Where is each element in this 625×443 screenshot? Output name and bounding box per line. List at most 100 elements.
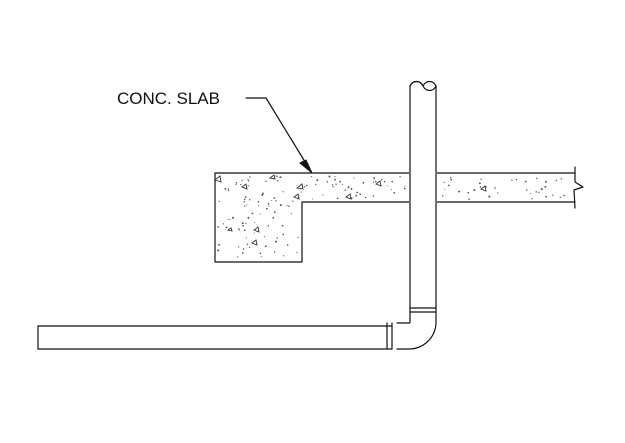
aggregate-speck (535, 191, 537, 193)
aggregate-speck (248, 185, 250, 187)
aggregate-speck (282, 233, 285, 236)
aggregate-speck (218, 243, 220, 246)
aggregate-speck (282, 191, 284, 193)
aggregate-speck (339, 181, 341, 183)
aggregate-speck (244, 205, 246, 207)
aggregate-speck (217, 249, 220, 252)
aggregate-speck (359, 193, 362, 196)
aggregate-speck (479, 186, 482, 188)
aggregate-speck (458, 190, 461, 193)
aggregate-speck (393, 192, 396, 194)
aggregate-speck (540, 188, 543, 191)
aggregate-speck (362, 181, 365, 184)
aggregate-speck (277, 176, 279, 178)
aggregate-speck (356, 191, 359, 194)
aggregate-speck (286, 205, 288, 207)
aggregate-speck (536, 177, 538, 180)
aggregate-speck (494, 187, 496, 189)
aggregate-speck (468, 198, 470, 200)
aggregate-speck (240, 183, 242, 186)
aggregate-speck (344, 189, 347, 191)
aggregate-speck (497, 192, 499, 194)
aggregate-speck (544, 185, 547, 188)
aggregate-speck (237, 246, 240, 248)
aggregate-speck (322, 194, 324, 196)
aggregate-speck (559, 196, 562, 199)
aggregate-speck (311, 176, 313, 178)
aggregate-speck (449, 177, 452, 179)
aggregate-speck (450, 178, 453, 181)
aggregate-speck (350, 188, 353, 190)
aggregate-speck (273, 197, 276, 199)
aggregate-speck (443, 181, 445, 184)
aggregate-speck (364, 196, 367, 199)
aggregate-speck (262, 192, 264, 195)
slab-callout: CONC. SLAB (117, 89, 313, 174)
aggregate-speck (511, 179, 513, 181)
aggregate-speck (526, 189, 528, 191)
aggregate-speck (404, 185, 406, 187)
aggregate-speck (336, 197, 339, 200)
aggregate-speck (251, 212, 254, 215)
aggregate-speck (538, 191, 540, 194)
aggregate-speck (524, 180, 527, 183)
aggregate-speck (243, 200, 245, 203)
aggregate-speck (355, 194, 357, 197)
aggregate-speck (488, 195, 491, 198)
aggregate-speck (247, 216, 250, 219)
aggregate-speck (246, 204, 248, 206)
aggregate-speck (442, 195, 444, 197)
aggregate-speck (282, 255, 285, 257)
aggregate-speck (271, 199, 273, 202)
aggregate-speck (290, 213, 292, 215)
aggregate-speck (334, 176, 336, 178)
aggregate-speck (248, 199, 251, 201)
aggregate-speck (305, 184, 308, 187)
aggregate-speck (218, 200, 220, 203)
aggregate-speck (242, 248, 245, 250)
aggregate-speck (232, 216, 234, 219)
aggregate-speck (217, 226, 219, 228)
slab-outline (214, 172, 576, 263)
aggregate-speck (297, 236, 299, 239)
aggregate-speck (560, 178, 563, 180)
aggregate-speck (264, 245, 267, 248)
aggregate-speck (248, 246, 250, 248)
aggregate-speck (237, 256, 239, 258)
aggregate-speck (244, 196, 246, 198)
aggregate-speck (276, 180, 279, 182)
aggregate-speck (273, 251, 276, 253)
aggregate-speck (444, 188, 446, 190)
aggregate-speck (555, 179, 558, 182)
aggregate-speck (238, 229, 240, 231)
aggregate-speck (246, 243, 249, 246)
aggregate-speck (274, 240, 277, 243)
aggregate-speck (552, 194, 554, 197)
aggregate-speck (257, 205, 259, 207)
concrete-aggregate-specks (217, 175, 565, 258)
aggregate-speck (386, 185, 388, 187)
aggregate-speck (544, 180, 547, 183)
aggregate-speck (235, 181, 238, 184)
aggregate-speck (275, 175, 278, 177)
aggregate-speck (260, 256, 262, 258)
aggregate-speck (467, 191, 470, 194)
aggregate-speck (229, 219, 231, 221)
aggregate-speck (265, 207, 268, 210)
aggregate-speck (334, 178, 336, 181)
aggregate-speck (399, 176, 401, 178)
aggregate-speck (347, 186, 350, 189)
aggregate-speck (286, 244, 289, 246)
aggregate-speck (235, 183, 237, 186)
aggregate-speck (545, 195, 547, 198)
aggregate-speck (296, 184, 298, 186)
aggregate-speck (473, 189, 476, 192)
aggregate-speck (276, 237, 278, 239)
aggregate-speck (243, 229, 246, 232)
aggregate-speck (261, 194, 264, 196)
pipe-elbow (386, 317, 437, 350)
aggregate-speck (222, 223, 225, 225)
aggregate-speck (315, 183, 317, 186)
concrete-aggregate-triangles (214, 174, 487, 246)
